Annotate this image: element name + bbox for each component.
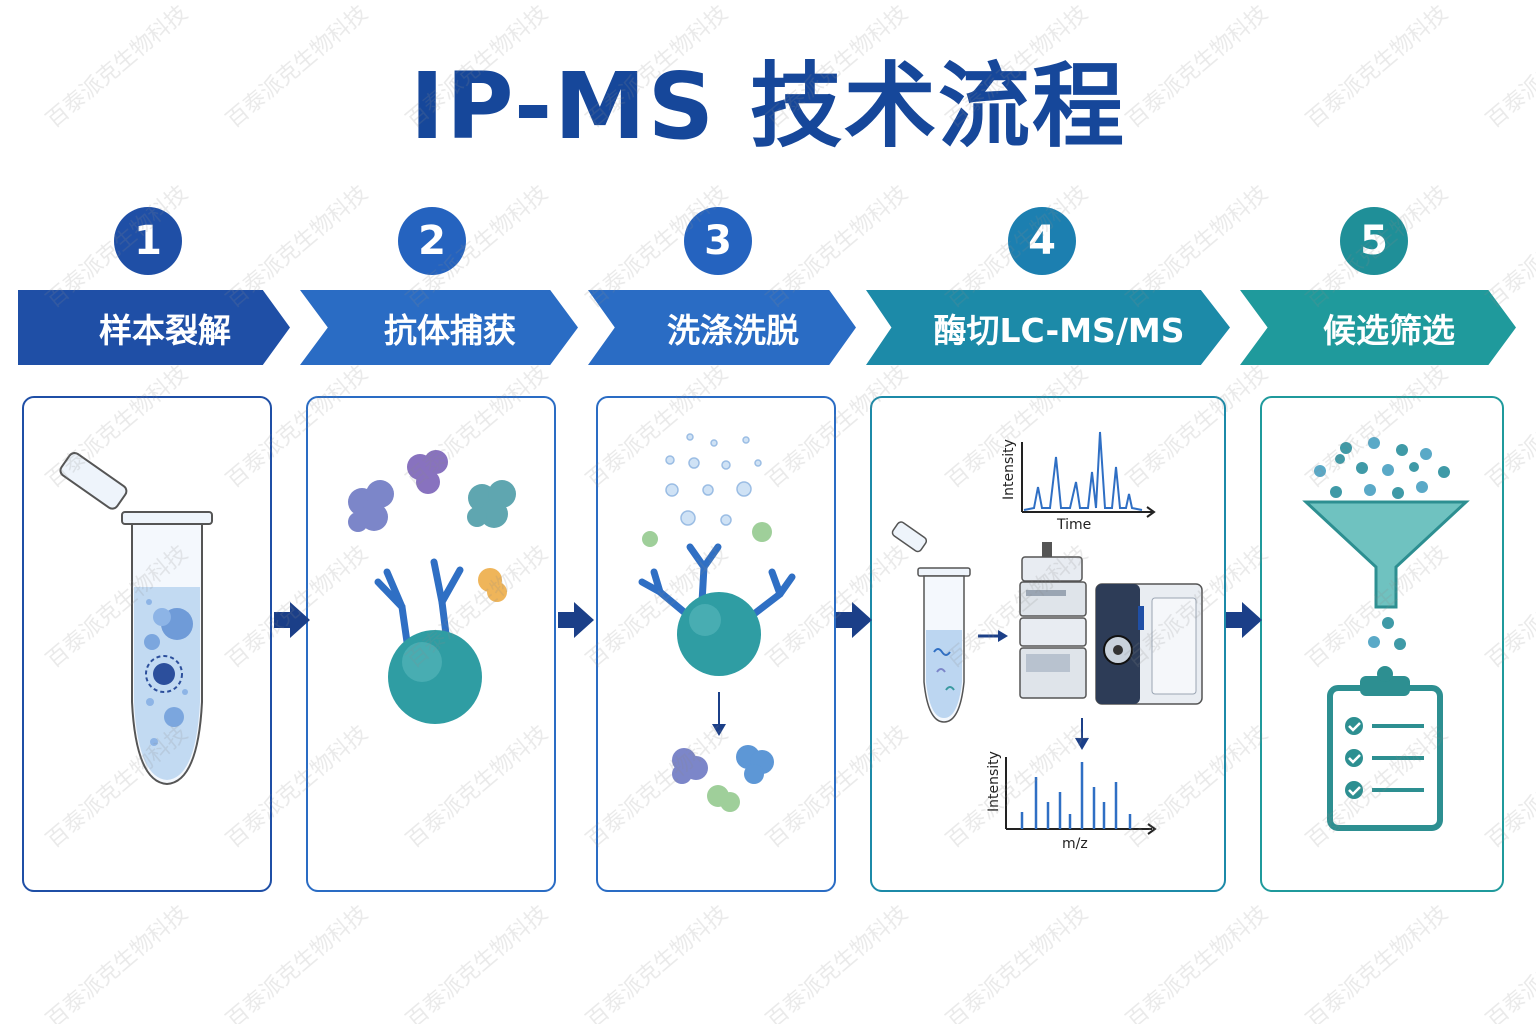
watermark-text: 百泰派克生物科技 <box>222 901 373 1024</box>
flow-arrow-3-4 <box>836 602 872 638</box>
magnetic-bead-icon <box>677 592 761 676</box>
antibody-icon <box>374 558 464 646</box>
step-5-label: 候选筛选 <box>1323 310 1455 350</box>
step-1-label: 样本裂解 <box>99 310 231 350</box>
funnel-icon <box>1302 500 1470 609</box>
candidate-screening-illustration <box>1302 437 1470 831</box>
watermark-text: 百泰派克生物科技 <box>1122 901 1273 1024</box>
watermark-text: 百泰派克生物科技 <box>1302 901 1453 1024</box>
step-4-label: 酶切LC-MS/MS <box>933 310 1185 350</box>
sample-tube-icon <box>891 521 971 723</box>
step-2-banner: 抗体捕获 <box>300 290 578 365</box>
step-5-banner: 候选筛选 <box>1240 290 1516 365</box>
spectrum-ylabel: Intensity <box>986 751 1002 812</box>
chromatogram-xlabel: Time <box>1056 517 1091 533</box>
watermark-text: 百泰派克生物科技 <box>1482 901 1536 1024</box>
flow-arrow-2-3 <box>558 602 594 638</box>
watermark-text: 百泰派克生物科技 <box>402 901 553 1024</box>
step-3-label: 洗涤洗脱 <box>667 310 799 350</box>
wash-elute-illustration <box>638 433 796 812</box>
ms-spectrum-plot: Intensity m/z <box>986 751 1157 852</box>
microcentrifuge-tube-icon <box>59 452 213 786</box>
step-4-number: 4 <box>1008 207 1076 275</box>
flow-arrow-4-5 <box>1226 602 1262 638</box>
step-5-number: 5 <box>1340 207 1408 275</box>
chromatogram-plot: Intensity Time <box>1001 431 1156 533</box>
checklist-clipboard-icon <box>1327 666 1443 831</box>
antibody-capture-illustration <box>348 450 516 724</box>
step-1-number: 1 <box>114 207 182 275</box>
step-2-label: 抗体捕获 <box>384 310 516 350</box>
step-5-panel <box>1260 396 1504 892</box>
lc-ms-instrument-icon <box>1019 542 1203 705</box>
step-3-banner: 洗涤洗脱 <box>588 290 856 365</box>
step-1-banner: 样本裂解 <box>18 290 290 365</box>
step-1-panel <box>22 396 272 892</box>
step-4-panel: Intensity Time <box>870 396 1226 892</box>
particle-dots <box>1314 437 1450 499</box>
protein-blob-icon <box>348 450 516 602</box>
watermark-text: 百泰派克生物科技 <box>762 901 913 1024</box>
chromatogram-ylabel: Intensity <box>1001 439 1017 500</box>
watermark-text: 百泰派克生物科技 <box>582 901 733 1024</box>
step-4-banner: 酶切LC-MS/MS <box>866 290 1230 365</box>
step-2-panel <box>306 396 556 892</box>
page-title: IP-MS 技术流程 <box>409 53 1127 160</box>
watermark-text: 百泰派克生物科技 <box>942 901 1093 1024</box>
lc-ms-illustration: Intensity Time <box>891 431 1203 852</box>
step-3-number: 3 <box>684 207 752 275</box>
step-3-panel <box>596 396 836 892</box>
spectrum-xlabel: m/z <box>1062 836 1088 852</box>
antibody-icon <box>638 543 796 618</box>
watermark-text: 百泰派克生物科技 <box>42 901 193 1024</box>
step-2-number: 2 <box>398 207 466 275</box>
flow-arrow-1-2 <box>274 602 310 638</box>
